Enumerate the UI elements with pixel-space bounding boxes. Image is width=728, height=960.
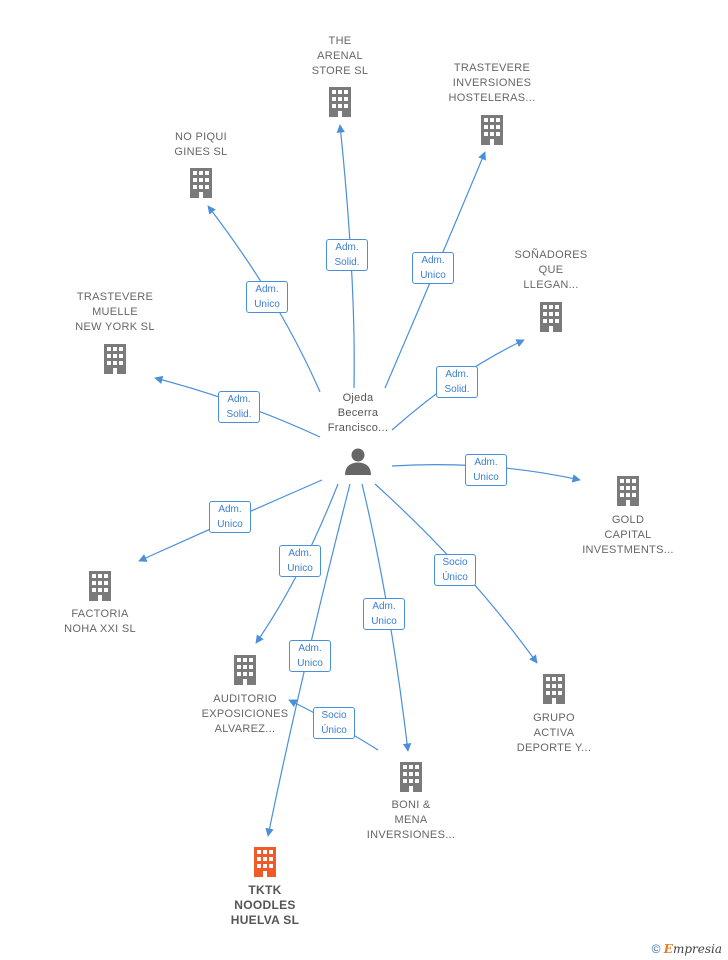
building-icon-auditorio-exposiciones[interactable] <box>234 655 256 685</box>
copyright-symbol: © <box>651 942 661 956</box>
building-icon-gold-capital[interactable] <box>617 476 639 506</box>
relation-label-trastevere-inversiones[interactable]: Adm. Unico <box>412 252 454 284</box>
company-label-gold-capital[interactable]: GOLD CAPITAL INVESTMENTS... <box>582 514 674 556</box>
company-label-the-arenal-store[interactable]: THE ARENAL STORE SL <box>311 35 369 77</box>
footer-brand: © Empresia <box>652 942 722 956</box>
person-icon[interactable] <box>345 448 371 476</box>
company-label-auditorio-exposiciones[interactable]: AUDITORIO EXPOSICIONES ALVAREZ... <box>201 693 289 735</box>
relation-label-boni-mena-to-auditorio-exposiciones[interactable]: Socio Único <box>313 707 355 739</box>
building-icon-grupo-activa[interactable] <box>543 674 565 704</box>
building-icon-trastevere-inversiones[interactable] <box>481 115 503 145</box>
relation-label-factoria-noha[interactable]: Adm. Unico <box>209 501 251 533</box>
building-icon-tktk-noodles[interactable] <box>254 847 276 877</box>
relation-label-tktk-noodles[interactable]: Adm. Unico <box>289 640 331 672</box>
person-name[interactable]: Ojeda Becerra Francisco... <box>327 392 389 434</box>
relation-label-sonadores-que-llegan[interactable]: Adm. Solid. <box>436 366 478 398</box>
company-label-tktk-noodles[interactable]: TKTK NOODLES HUELVA SL <box>230 883 300 927</box>
relation-label-trastevere-muelle[interactable]: Adm. Solid. <box>218 391 260 423</box>
relation-label-auditorio-exposiciones[interactable]: Adm. Unico <box>279 545 321 577</box>
company-label-trastevere-inversiones[interactable]: TRASTEVERE INVERSIONES HOSTELERAS... <box>448 62 536 104</box>
company-label-sonadores-que-llegan[interactable]: SOÑADORES QUE LLEGAN... <box>514 249 588 291</box>
company-label-trastevere-muelle[interactable]: TRASTEVERE MUELLE NEW YORK SL <box>75 291 155 333</box>
relation-label-no-piqui-gines[interactable]: Adm. Unico <box>246 281 288 313</box>
relation-label-grupo-activa[interactable]: Socio Único <box>434 554 476 586</box>
brand-logo: Empresia <box>663 942 722 956</box>
building-icon-the-arenal-store[interactable] <box>329 87 351 117</box>
company-label-no-piqui-gines[interactable]: NO PIQUI GINES SL <box>174 131 228 158</box>
building-icon-sonadores-que-llegan[interactable] <box>540 302 562 332</box>
relation-label-gold-capital[interactable]: Adm. Unico <box>465 454 507 486</box>
building-icon-factoria-noha[interactable] <box>89 571 111 601</box>
company-label-factoria-noha[interactable]: FACTORIA NOHA XXI SL <box>64 608 136 635</box>
building-icon-trastevere-muelle[interactable] <box>104 344 126 374</box>
relation-label-the-arenal-store[interactable]: Adm. Solid. <box>326 239 368 271</box>
building-icon-no-piqui-gines[interactable] <box>190 168 212 198</box>
company-label-boni-mena[interactable]: BONI & MENA INVERSIONES... <box>366 799 456 841</box>
building-icon-boni-mena[interactable] <box>400 762 422 792</box>
relation-label-boni-mena[interactable]: Adm. Unico <box>363 598 405 630</box>
company-label-grupo-activa[interactable]: GRUPO ACTIVA DEPORTE Y... <box>516 712 592 754</box>
